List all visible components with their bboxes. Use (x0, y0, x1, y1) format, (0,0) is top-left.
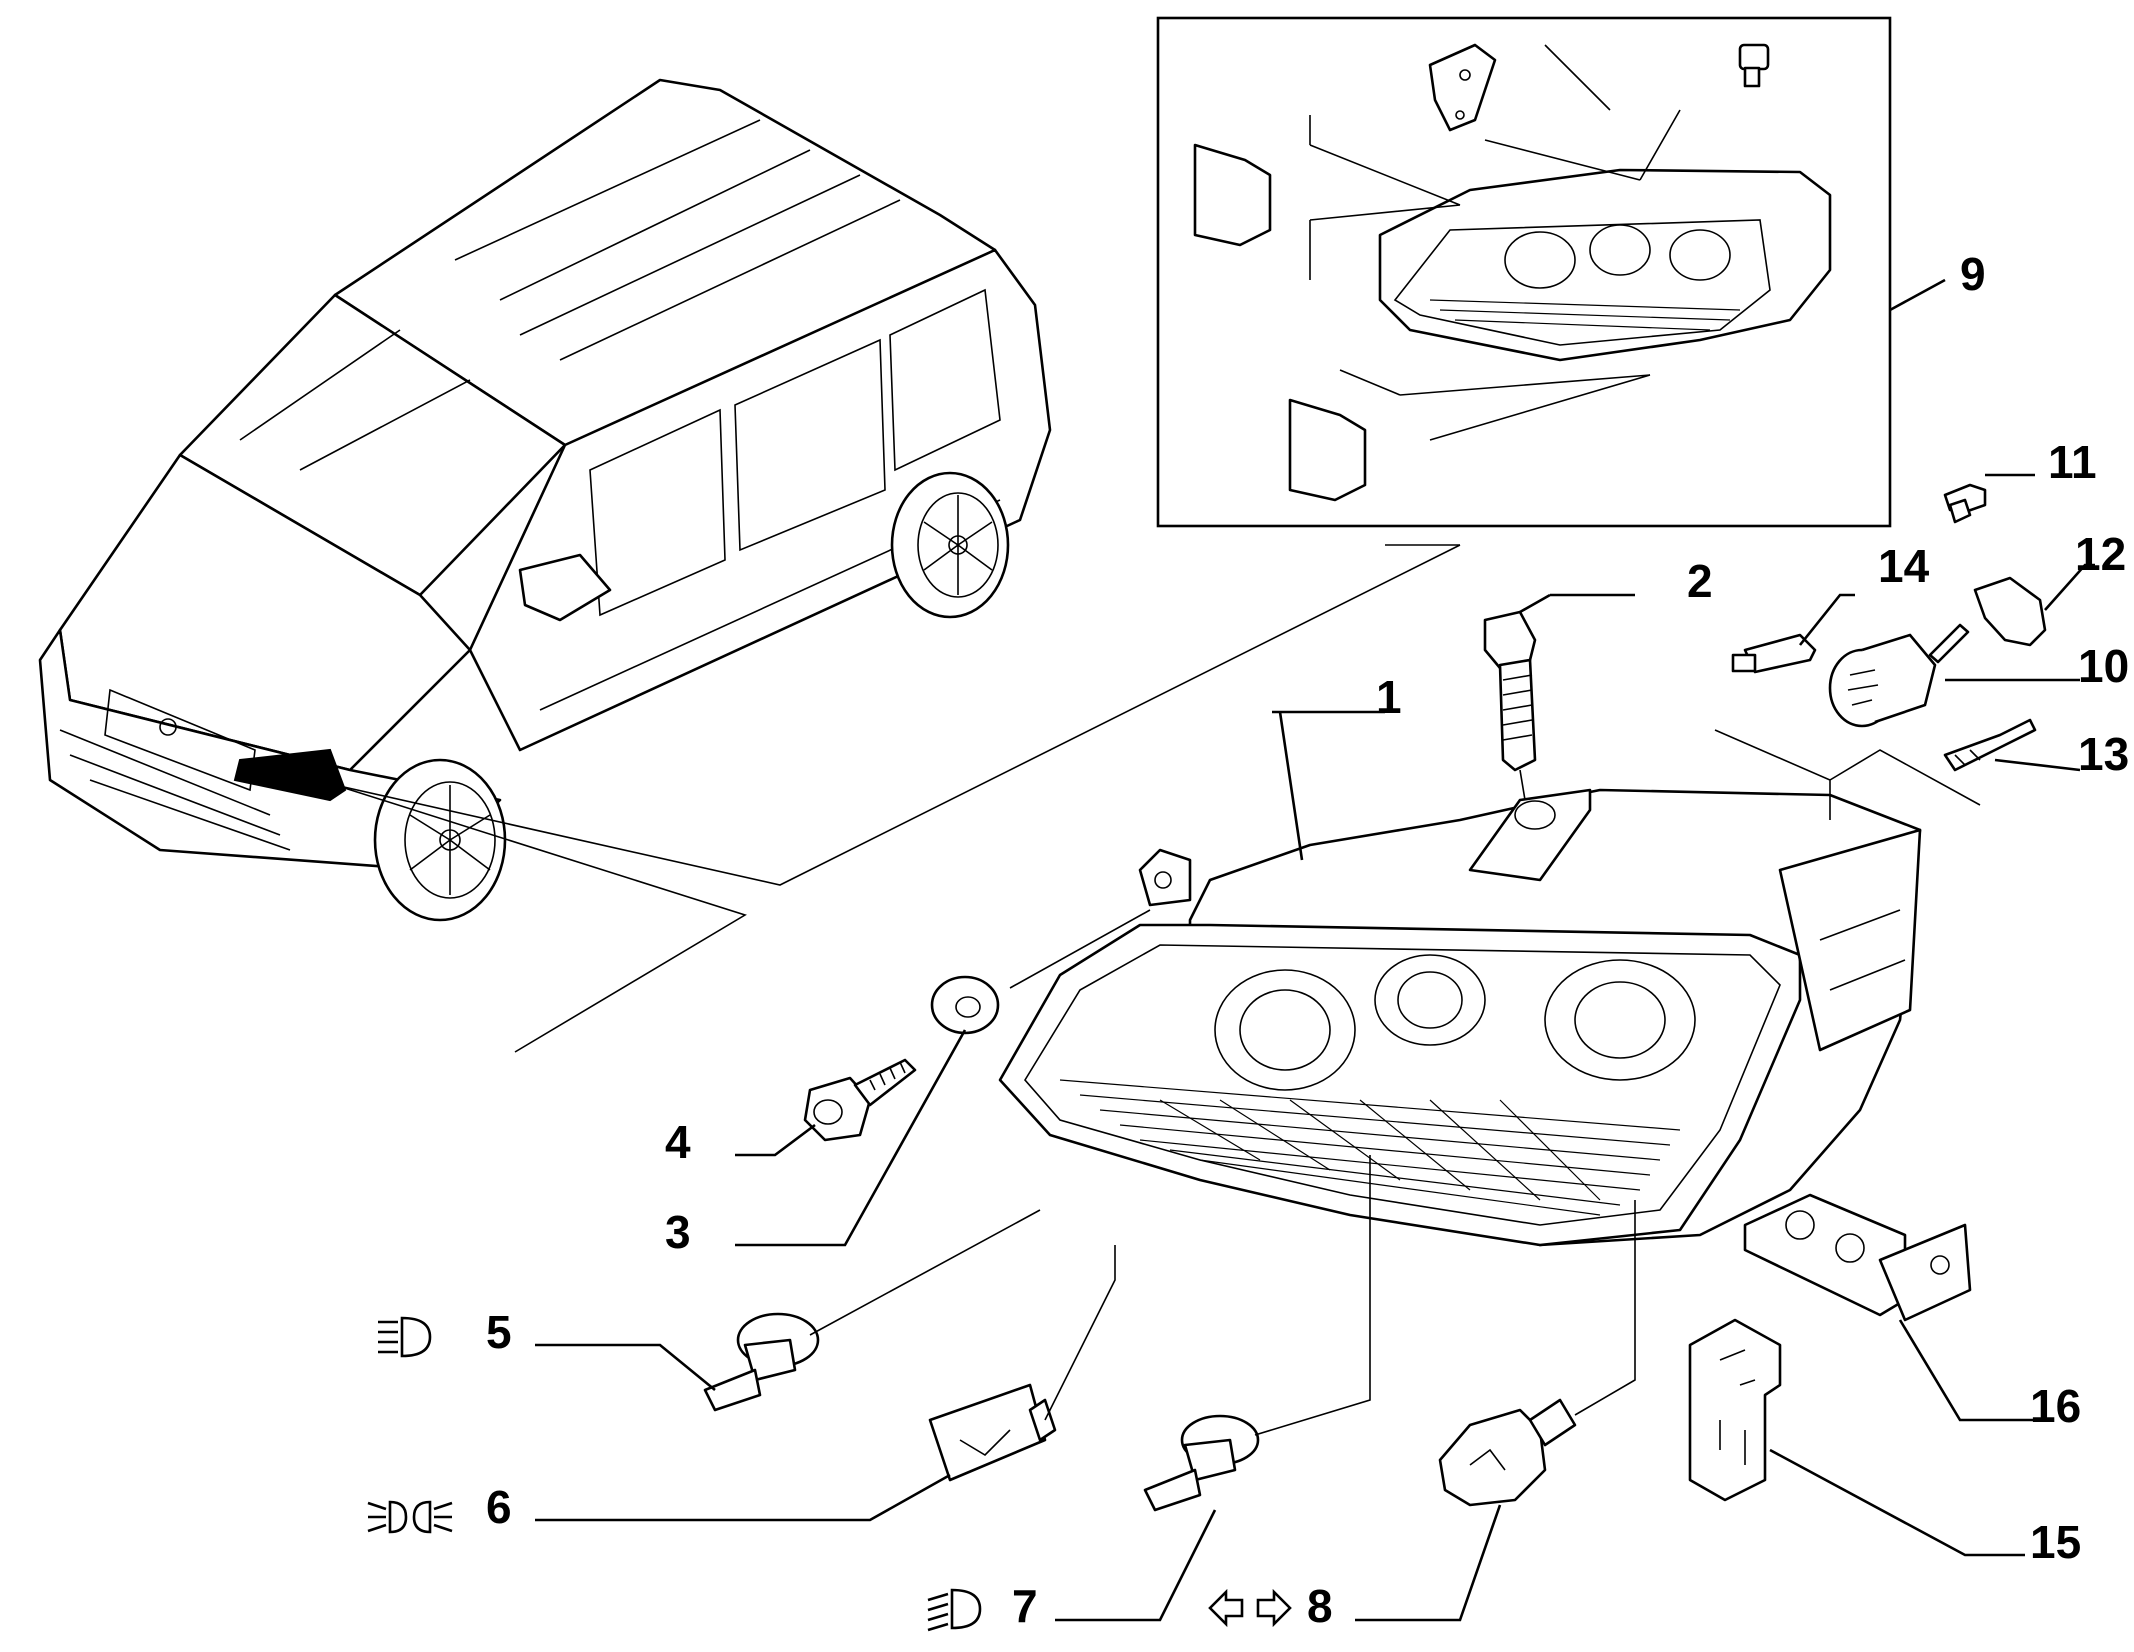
callout-2: 2 (1687, 555, 1713, 607)
low-beam-icon (927, 1588, 982, 1632)
clip-part-12 (1973, 563, 2095, 647)
high-beam-icon (378, 1316, 432, 1358)
screw-part-4 (735, 1058, 917, 1157)
screw-part-2 (1483, 593, 1635, 801)
bracket-part-15 (1688, 1318, 2025, 1557)
callout-5: 5 (486, 1306, 512, 1358)
callout-4: 4 (665, 1116, 691, 1168)
callout-3: 3 (665, 1206, 691, 1258)
callout-6: 6 (486, 1481, 512, 1533)
callout-13: 13 (2078, 728, 2129, 780)
parking-light-icon (367, 1500, 453, 1534)
connector-part-11 (1943, 473, 2035, 524)
inset-headlamp-box (1156, 16, 1892, 528)
washer-part-3 (735, 975, 1000, 1247)
car-illustration (38, 78, 1461, 1053)
callout-7: 7 (1012, 1580, 1038, 1632)
callout-1: 1 (1376, 671, 1402, 723)
bulb-part-7 (1055, 1155, 1371, 1622)
front-wheel (373, 758, 507, 922)
callout-11: 11 (2048, 436, 2097, 488)
callout-14: 14 (1878, 540, 1930, 592)
callout-12: 12 (2075, 528, 2126, 580)
terminal-part-13 (1943, 718, 2081, 772)
bulb-part-5 (535, 1209, 1041, 1412)
callout-9: 9 (1960, 248, 1986, 300)
callout-10: 10 (2078, 640, 2129, 692)
turn-signal-icon (1208, 1588, 1292, 1628)
callout-8: 8 (1307, 1580, 1333, 1632)
callout-16: 16 (2030, 1380, 2081, 1432)
main-headlamp-assembly (998, 710, 1981, 1247)
connector-part-10 (1828, 623, 2080, 728)
bulb-part-8 (1355, 1200, 1636, 1622)
callout-15: 15 (2030, 1516, 2081, 1568)
rear-wheel (890, 471, 1010, 619)
bulb-part-6 (535, 1245, 1116, 1522)
terminal-part-14 (1731, 593, 1855, 674)
bracket-part-16 (1743, 1193, 2040, 1422)
